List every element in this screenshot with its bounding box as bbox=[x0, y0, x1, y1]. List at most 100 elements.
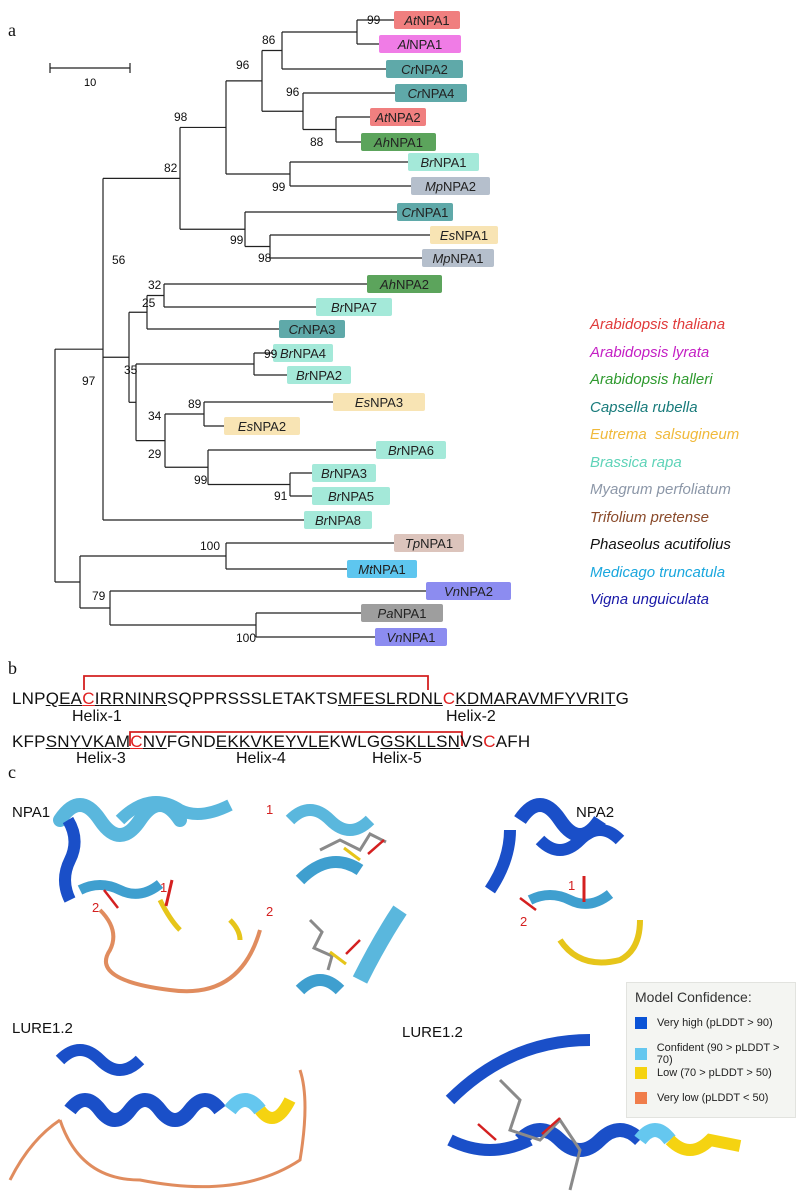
leaf-badge bbox=[367, 275, 442, 293]
helix-1-label: Helix-1 bbox=[72, 708, 122, 725]
bootstrap-value: 35 bbox=[124, 363, 138, 377]
confidence-swatch bbox=[635, 1017, 647, 1029]
species-legend-item: Brassica rapa bbox=[590, 453, 682, 471]
leaf-label: CrNPA3 bbox=[289, 322, 336, 337]
protein-structures: 1 2 1 2 1 2 bbox=[8, 796, 742, 1191]
leaf-label: AhNPA2 bbox=[379, 277, 429, 292]
confidence-label: Confident (90 > pLDDT > 70) bbox=[656, 1042, 780, 1066]
lure-right-structure-image bbox=[445, 1034, 742, 1191]
helix-4-label: Helix-4 bbox=[236, 750, 286, 767]
bootstrap-value: 99 bbox=[264, 347, 278, 361]
species-legend-item: Myagrum perfoliatum bbox=[590, 481, 731, 498]
disulfide-bonds bbox=[83, 675, 463, 746]
leaf-label: BrNPA4 bbox=[280, 346, 326, 361]
leaf-badge bbox=[279, 320, 345, 338]
npa2-bond-1-label: 1 bbox=[568, 878, 575, 893]
species-legend-item: Arabidopsis lyrata bbox=[590, 343, 710, 361]
model-confidence-title: Model Confidence: bbox=[635, 989, 752, 1005]
bootstrap-value: 96 bbox=[236, 58, 250, 72]
zoom-2-label: 2 bbox=[266, 904, 273, 919]
leaf-badge bbox=[379, 35, 461, 53]
leaf-badge bbox=[361, 133, 436, 151]
leaf-badge bbox=[304, 511, 372, 529]
leaf-label: MpNPA1 bbox=[432, 251, 483, 266]
zoom-1-label: 1 bbox=[266, 802, 273, 817]
lure-left-title: LURE1.2 bbox=[12, 1020, 73, 1037]
species-legend-item: Phaseolus acutifolius bbox=[590, 536, 731, 553]
leaf-badge bbox=[394, 534, 464, 552]
species-legend-item: Vigna unguiculata bbox=[590, 591, 709, 608]
leaf-badge bbox=[312, 487, 390, 505]
leaf-badge bbox=[430, 226, 498, 244]
leaf-badge bbox=[370, 108, 426, 126]
npa2-bond-2-label: 2 bbox=[520, 914, 527, 929]
bootstrap-value: 98 bbox=[174, 110, 188, 124]
leaf-badge bbox=[394, 11, 460, 29]
helix-2-label: Helix-2 bbox=[446, 708, 496, 725]
bootstrap-value: 99 bbox=[194, 473, 208, 487]
leaf-label: MtNPA1 bbox=[358, 562, 405, 577]
confidence-label: Very low (pLDDT < 50) bbox=[657, 1092, 769, 1104]
bootstrap-value: 96 bbox=[286, 85, 300, 99]
leaf-label: BrNPA8 bbox=[315, 513, 361, 528]
confidence-swatch bbox=[635, 1092, 647, 1104]
species-legend-item: Medicago truncatula bbox=[590, 563, 726, 581]
npa1-bond-1-label: 1 bbox=[160, 880, 167, 895]
confidence-legend-item: Confident (90 > pLDDT > 70) bbox=[635, 1042, 795, 1066]
npa2-structure-image: 1 2 bbox=[484, 798, 643, 966]
leaf-label: MpNPA2 bbox=[425, 179, 476, 194]
bootstrap-value: 99 bbox=[272, 180, 286, 194]
npa1-bond-2-label: 2 bbox=[92, 900, 99, 915]
tree-branches bbox=[54, 19, 430, 638]
leaf-badge bbox=[426, 582, 511, 600]
species-legend-item: Arabidopsis halleri bbox=[590, 371, 713, 388]
species-legend-item: Eutrema salsugineum bbox=[590, 426, 740, 443]
leaf-badge bbox=[312, 464, 376, 482]
leaf-label: BrNPA1 bbox=[421, 155, 467, 170]
confidence-label: Low (70 > pLDDT > 50) bbox=[657, 1067, 772, 1079]
bond-1-zoom-image: 1 bbox=[266, 802, 422, 888]
leaf-badge bbox=[333, 393, 425, 411]
confidence-legend-item: Very low (pLDDT < 50) bbox=[635, 1092, 768, 1104]
leaf-label: EsNPA3 bbox=[355, 395, 403, 410]
npa1-structure-image: 1 2 bbox=[53, 796, 262, 994]
sequence-line-1: LNPQEACIRRNINRSQPPRSSSLETAKTSMFESLRDNLCK… bbox=[12, 689, 630, 708]
bootstrap-value: 29 bbox=[148, 447, 162, 461]
npa1-structure-title: NPA1 bbox=[12, 804, 51, 821]
confidence-label: Very high (pLDDT > 90) bbox=[657, 1017, 773, 1029]
tree-bootstrap-values: 9986969688989998998256322535998934299199… bbox=[82, 13, 381, 645]
leaf-label: AlNPA1 bbox=[397, 37, 443, 52]
bond-2-zoom-image: 2 bbox=[266, 898, 422, 998]
phylogenetic-tree: 10 AtNPA1AlNPA1CrNPA2CrNPA4AtNPA2AhNPA1B… bbox=[49, 11, 511, 646]
bootstrap-value: 82 bbox=[164, 161, 178, 175]
leaf-label: CrNPA1 bbox=[402, 205, 449, 220]
leaf-badge bbox=[375, 628, 447, 646]
panel-label-c: c bbox=[8, 762, 16, 782]
species-legend-item: Arabidopsis thaliana bbox=[590, 316, 726, 333]
npa2-structure-title: NPA2 bbox=[576, 804, 615, 821]
panel-label-b: b bbox=[8, 658, 17, 678]
bootstrap-value: 99 bbox=[367, 13, 381, 27]
model-confidence-legend: Model Confidence: Very high (pLDDT > 90)… bbox=[626, 982, 796, 1118]
helix-5-label: Helix-5 bbox=[372, 750, 422, 767]
leaf-label: BrNPA5 bbox=[328, 489, 374, 504]
leaf-badge bbox=[395, 84, 467, 102]
bootstrap-value: 100 bbox=[236, 631, 256, 645]
helix-3-label: Helix-3 bbox=[76, 750, 126, 767]
leaf-label: CrNPA2 bbox=[401, 62, 448, 77]
leaf-label: BrNPA3 bbox=[321, 466, 367, 481]
leaf-label: EsNPA2 bbox=[238, 419, 286, 434]
panel-label-a: a bbox=[8, 20, 16, 40]
bootstrap-value: 91 bbox=[274, 489, 288, 503]
leaf-badge bbox=[408, 153, 479, 171]
lure-left-structure-image bbox=[8, 1044, 307, 1189]
leaf-badge bbox=[361, 604, 443, 622]
bootstrap-value: 79 bbox=[92, 589, 106, 603]
bootstrap-value: 32 bbox=[148, 278, 162, 292]
leaf-badge bbox=[376, 441, 446, 459]
bootstrap-value: 97 bbox=[82, 374, 96, 388]
leaf-badge bbox=[287, 366, 351, 384]
tree-leaves: AtNPA1AlNPA1CrNPA2CrNPA4AtNPA2AhNPA1BrNP… bbox=[224, 11, 511, 646]
scale-bar-label: 10 bbox=[84, 77, 96, 89]
